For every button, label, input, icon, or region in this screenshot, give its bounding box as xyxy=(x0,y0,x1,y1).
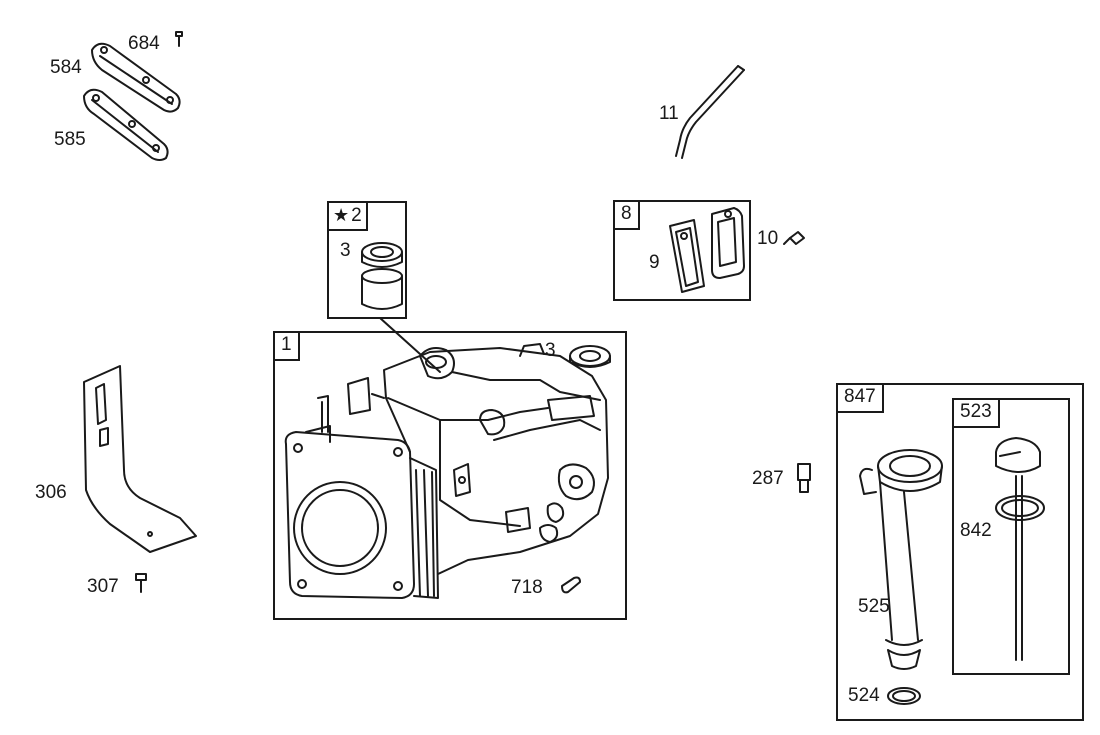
tube-11-part xyxy=(675,65,745,159)
callout-3-block: 3 xyxy=(545,340,556,361)
screw-684-part xyxy=(175,31,183,47)
callout-11: 11 xyxy=(659,103,679,124)
callout-287: 287 xyxy=(752,468,784,489)
callout-9: 9 xyxy=(649,252,660,273)
dipstick-523-box: 523 xyxy=(952,398,1070,675)
callout-584: 584 xyxy=(50,57,82,78)
kit-2-tag: ★2 xyxy=(327,201,368,231)
callout-307: 307 xyxy=(87,576,119,597)
callout-2: 2 xyxy=(351,205,362,226)
dipstick-523-part xyxy=(995,437,1045,661)
callout-524: 524 xyxy=(848,685,880,706)
dipstick-tube-525-part xyxy=(859,449,943,705)
callout-585: 585 xyxy=(54,129,86,150)
callout-306: 306 xyxy=(35,482,67,503)
pin-718-part xyxy=(561,576,581,594)
valve-cover-gasket-part xyxy=(669,207,745,293)
piston-kit-part xyxy=(361,242,403,310)
assembly-847-tag: 847 xyxy=(836,383,884,413)
air-guide-306-part xyxy=(83,365,197,553)
ring-3-part xyxy=(569,345,611,368)
cylinder-block-part xyxy=(284,343,609,599)
screw-307-part xyxy=(135,573,147,593)
callout-525: 525 xyxy=(858,596,890,617)
leader-line xyxy=(379,317,441,373)
screw-10-part xyxy=(783,231,805,245)
callout-10: 10 xyxy=(757,228,779,249)
block-1-tag: 1 xyxy=(273,331,300,361)
gasket-585-part xyxy=(83,88,169,161)
callout-718: 718 xyxy=(511,577,543,598)
callout-842: 842 xyxy=(960,520,992,541)
callout-3-kit: 3 xyxy=(340,240,351,261)
kit-2-box: ★2 xyxy=(327,201,407,319)
plug-287-part xyxy=(797,463,811,493)
dipstick-523-tag: 523 xyxy=(952,398,1000,428)
kit-8-tag: 8 xyxy=(613,200,640,230)
block-1-box: 1 xyxy=(273,331,627,620)
callout-684: 684 xyxy=(128,33,160,54)
assembly-847-box: 847 xyxy=(836,383,1084,721)
gasket-584-part xyxy=(91,42,181,113)
kit-8-box: 8 xyxy=(613,200,751,301)
star-icon: ★ xyxy=(333,205,350,225)
